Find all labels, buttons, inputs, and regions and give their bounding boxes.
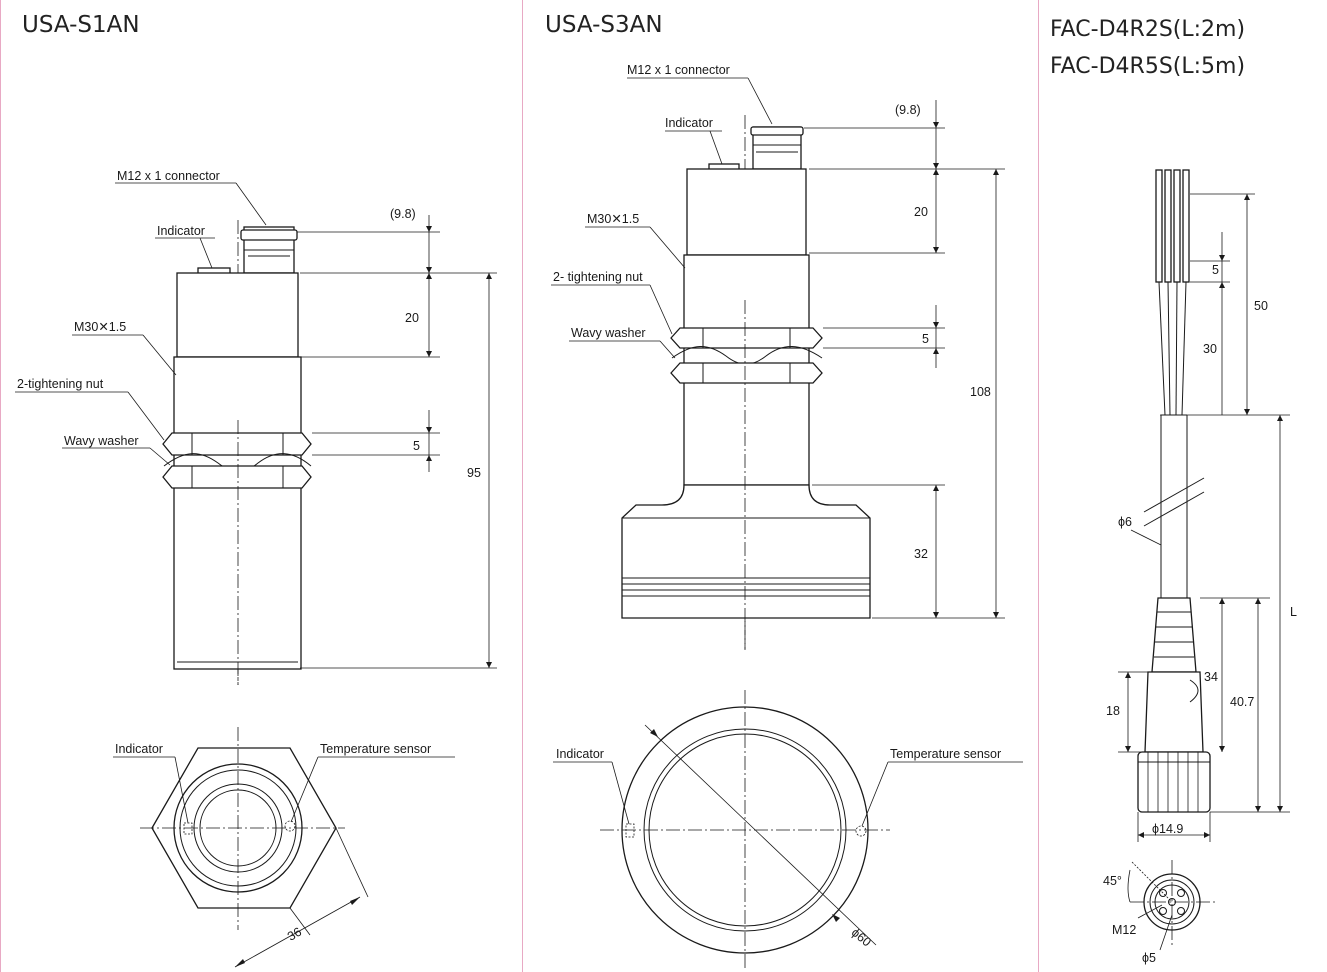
s1-nut-label: 2-tightening nut	[17, 377, 104, 391]
divider-left	[0, 0, 1, 972]
s3-dim-98: (9.8)	[895, 103, 921, 117]
fac-dim-407: 40.7	[1230, 695, 1254, 709]
fac-dim-m12: M12	[1112, 923, 1136, 937]
s3-nut-label: 2- tightening nut	[553, 270, 643, 284]
fac-dim-5: 5	[1212, 263, 1219, 277]
s1-dim-95: 95	[467, 466, 481, 480]
fac-dim-149: ϕ14.9	[1152, 822, 1183, 836]
s1-dim-20: 20	[405, 311, 419, 325]
s3-washer-label: Wavy washer	[571, 326, 646, 340]
fac-dim-30: 30	[1203, 342, 1217, 356]
fac-dim-18: 18	[1106, 704, 1120, 718]
panel1-title: USA-S1AN	[22, 12, 140, 38]
usa-s1an-side-view	[15, 182, 497, 685]
divider-1	[522, 0, 523, 972]
divider-2	[1038, 0, 1039, 972]
fac-dim-34: 34	[1204, 670, 1218, 684]
usa-s3an-bottom-view	[553, 690, 1023, 970]
fac-d4r-cable-view	[1118, 169, 1290, 951]
fac-dim-L: L	[1290, 605, 1297, 619]
s1-dim-5: 5	[413, 439, 420, 453]
s1-washer-label: Wavy washer	[64, 434, 139, 448]
s3-temp-sensor-label: Temperature sensor	[890, 747, 1001, 761]
s1-dim-98: (9.8)	[390, 207, 416, 221]
s1-connector-label: M12 x 1 connector	[117, 169, 220, 183]
fac-dim-phi5: ϕ5	[1142, 951, 1156, 965]
fac-dim-6: ϕ6	[1118, 515, 1132, 529]
s1-temp-sensor-label: Temperature sensor	[320, 742, 431, 756]
s3-indicator-bottom-label: Indicator	[556, 747, 604, 761]
s1-indicator-bottom-label: Indicator	[115, 742, 163, 756]
s3-connector-label: M12 x 1 connector	[627, 63, 730, 77]
s3-dim-5: 5	[922, 332, 929, 346]
usa-s1an-bottom-view	[113, 727, 455, 968]
s3-dim-60: ϕ60	[849, 925, 874, 949]
panel3-title-line1: FAC-D4R2S(L:2m)	[1050, 17, 1246, 42]
panel2-title: USA-S3AN	[545, 12, 663, 38]
s3-thread-label: M30✕1.5	[587, 212, 639, 226]
usa-s3an-side-view	[551, 77, 1005, 650]
s1-indicator-label: Indicator	[157, 224, 205, 238]
s3-dim-108: 108	[970, 385, 991, 399]
s3-dim-32: 32	[914, 547, 928, 561]
panel3-title-line2: FAC-D4R5S(L:5m)	[1050, 54, 1246, 79]
fac-dim-45: 45°	[1103, 874, 1122, 888]
s1-thread-label: M30✕1.5	[74, 320, 126, 334]
s3-indicator-label: Indicator	[665, 116, 713, 130]
fac-dim-50: 50	[1254, 299, 1268, 313]
s3-dim-20: 20	[914, 205, 928, 219]
s1-dim-36: 36	[285, 925, 304, 944]
